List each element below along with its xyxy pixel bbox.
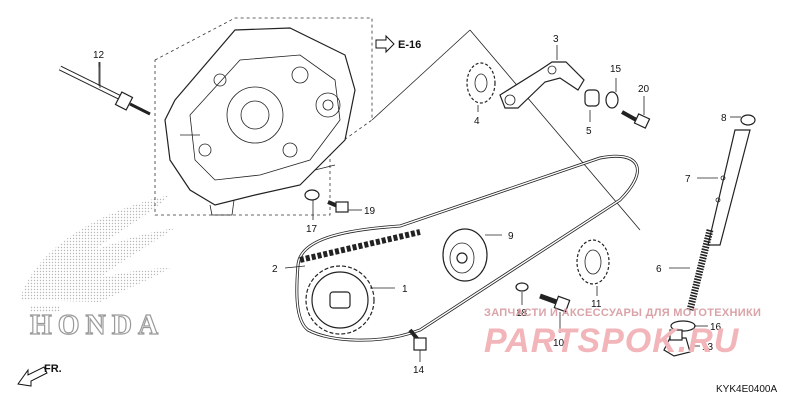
part-18-washer	[515, 282, 529, 292]
part-11-guide-sprocket	[576, 239, 610, 285]
part-1-sprocket	[305, 265, 395, 335]
callouts: 1 2 3 4 5 6 7 8 9 10 11 12 13 14 15 16 1…	[93, 34, 727, 376]
part-17-washer	[304, 189, 320, 201]
part-12-bolt	[58, 62, 151, 116]
part-2-cam-chain	[295, 154, 639, 342]
part-9-roller	[442, 228, 488, 282]
part-20-bolt	[621, 110, 651, 129]
callout-14[interactable]: 14	[413, 365, 425, 376]
callout-7[interactable]: 7	[685, 174, 691, 185]
part-19-bolt	[327, 200, 349, 213]
callout-5[interactable]: 5	[586, 126, 592, 137]
watermark-site: PARTSPOK.RU	[484, 322, 740, 360]
callout-11[interactable]: 11	[591, 299, 602, 310]
part-13-plug	[663, 329, 691, 357]
section-reference[interactable]: E-16	[375, 34, 421, 54]
callout-3[interactable]: 3	[553, 34, 559, 45]
callout-20[interactable]: 20	[638, 84, 650, 95]
part-7-tensioner-body	[707, 129, 751, 246]
honda-logo-text: HONDA	[30, 310, 164, 341]
part-15-washer	[605, 91, 619, 109]
watermark: ЗАПЧАСТИ И АКСЕССУАРЫ ДЛЯ МОТОТЕХНИКИ PA…	[484, 307, 761, 360]
leader-lines	[98, 45, 741, 362]
crankcase	[164, 27, 356, 216]
watermark-caption: ЗАПЧАСТИ И АКСЕССУАРЫ ДЛЯ МОТОТЕХНИКИ	[484, 307, 761, 319]
part-4-sprocket	[466, 62, 496, 104]
callout-12[interactable]: 12	[93, 50, 105, 61]
honda-wing-logo: HONDA	[20, 195, 175, 342]
callout-6[interactable]: 6	[656, 264, 662, 275]
part-10-bolt	[539, 293, 571, 313]
diagram-code: KYK4E0400A	[716, 384, 777, 395]
callout-15[interactable]: 15	[610, 64, 622, 75]
front-label: FR.	[44, 363, 62, 375]
part-8-cap	[740, 114, 756, 126]
callout-17[interactable]: 17	[306, 224, 318, 235]
hollow-arrow-icon	[375, 34, 395, 54]
front-arrow-icon	[17, 366, 48, 387]
callout-2[interactable]: 2	[272, 264, 278, 275]
part-5-collar	[584, 89, 600, 107]
callout-1[interactable]: 1	[402, 284, 408, 295]
callout-9[interactable]: 9	[508, 231, 514, 242]
callout-19[interactable]: 19	[364, 206, 376, 217]
part-14-bolt	[408, 328, 427, 351]
callout-18[interactable]: 18	[516, 308, 528, 319]
callout-16[interactable]: 16	[710, 322, 722, 333]
callout-13[interactable]: 13	[702, 342, 714, 353]
section-ref-label[interactable]: E-16	[398, 39, 421, 51]
part-6-spring	[686, 229, 714, 311]
front-indicator: FR.	[17, 363, 62, 387]
callout-10[interactable]: 10	[553, 338, 565, 349]
part-3-arm	[499, 61, 585, 109]
callout-8[interactable]: 8	[721, 113, 727, 124]
callout-4[interactable]: 4	[474, 116, 480, 127]
